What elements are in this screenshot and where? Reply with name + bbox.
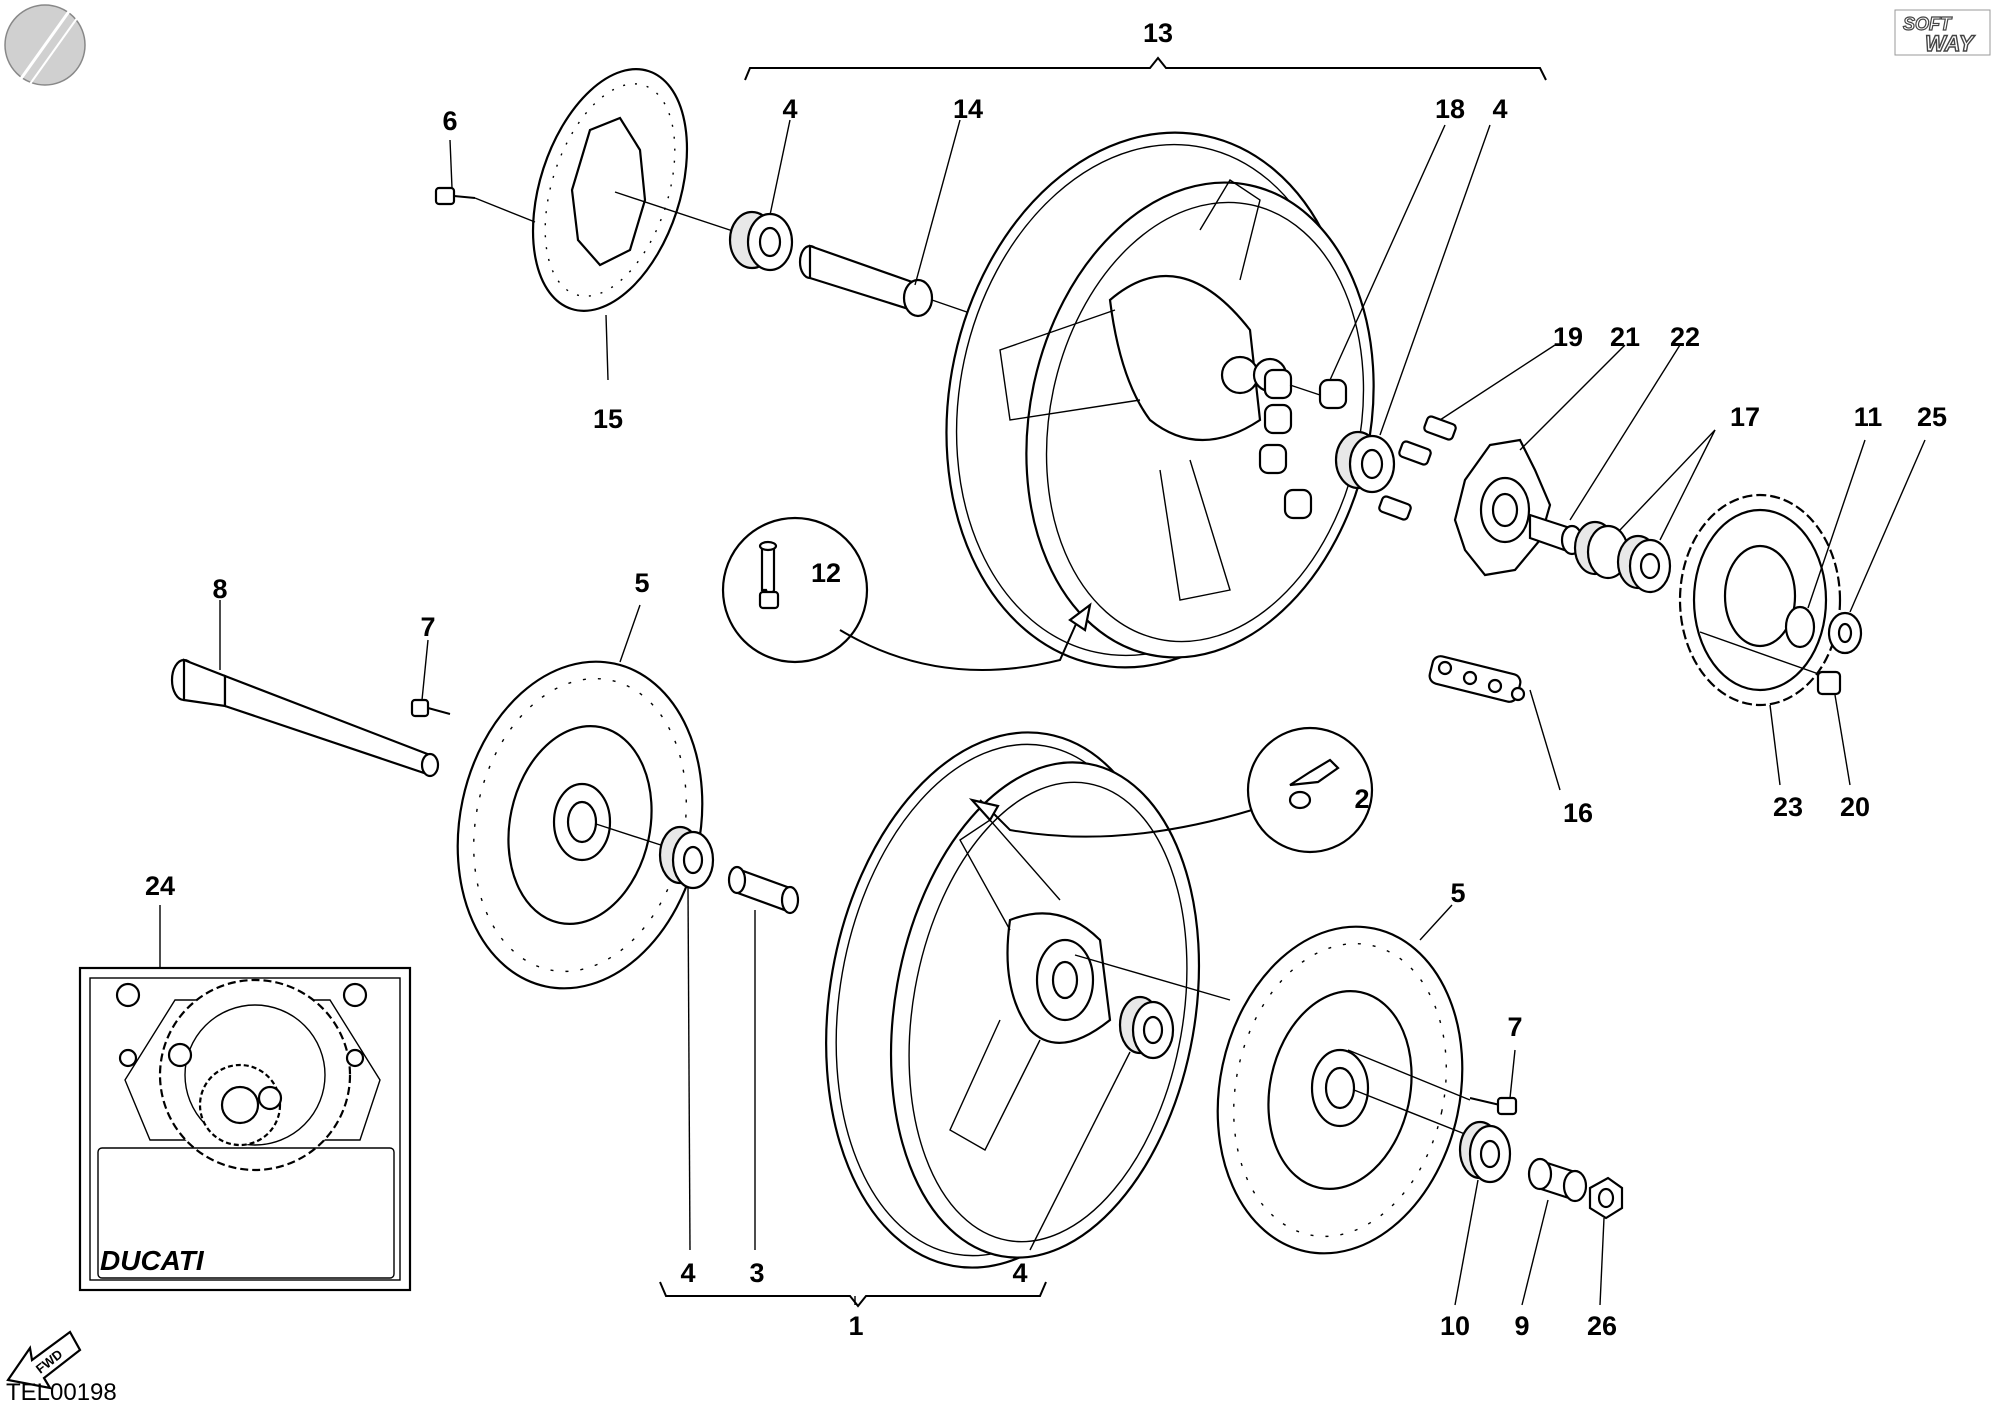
callout-15: 15 — [593, 404, 623, 434]
callout-18: 18 — [1435, 94, 1465, 124]
sprocket-flange — [1453, 438, 1552, 577]
disc-bolt-rear — [434, 186, 536, 223]
bracket-13 — [744, 56, 1547, 81]
cush-drive-dampers — [1258, 368, 1348, 520]
sprocket-washers — [1784, 605, 1863, 696]
rear-spacer — [798, 244, 991, 321]
axle-spacer — [1527, 1157, 1588, 1203]
callout-7-left: 7 — [420, 612, 435, 642]
front-bearing-left — [658, 825, 715, 890]
flange-bearings — [1573, 520, 1672, 594]
callout-19: 19 — [1553, 322, 1583, 352]
front-bearing-right — [1118, 995, 1175, 1060]
callout-3: 3 — [749, 1258, 764, 1288]
callout-6: 6 — [442, 106, 457, 136]
callout-20: 20 — [1840, 792, 1870, 822]
rear-bearing-right — [1334, 430, 1396, 494]
callout-23: 23 — [1773, 792, 1803, 822]
callout-numbers: 13 6 4 14 18 4 19 21 22 17 11 25 15 12 8… — [145, 18, 1947, 1341]
chain-link — [1428, 655, 1526, 703]
callout-25: 25 — [1917, 402, 1947, 432]
callout-10: 10 — [1440, 1311, 1470, 1341]
callout-8: 8 — [212, 574, 227, 604]
callout-14: 14 — [953, 94, 983, 124]
front-wheel — [825, 731, 1231, 1269]
callout-17: 17 — [1730, 402, 1760, 432]
softway-logo-bottom: WAY — [1925, 31, 1976, 56]
callout-22: 22 — [1670, 322, 1700, 352]
rear-wheel — [945, 131, 1375, 669]
callout-9: 9 — [1514, 1311, 1529, 1341]
callout-4-rear-right: 4 — [1492, 94, 1507, 124]
callout-4-front-left: 4 — [680, 1258, 695, 1288]
valve-detail-rear — [721, 516, 1092, 671]
rear-sprocket — [1678, 493, 1842, 707]
callout-21: 21 — [1610, 322, 1640, 352]
oil-seal — [1458, 1120, 1512, 1184]
partial-circle-icon — [4, 4, 86, 86]
valve-detail-front — [968, 726, 1374, 854]
axle-nut — [1588, 1176, 1624, 1220]
callout-16: 16 — [1563, 798, 1593, 828]
callout-24: 24 — [145, 871, 175, 901]
softway-logo: SOFT WAY — [1894, 9, 1991, 57]
rear-brake-disc — [531, 68, 761, 312]
front-axle — [170, 658, 440, 778]
sprocket-kit-box: DUCATI — [78, 966, 412, 1292]
callout-1: 1 — [848, 1311, 863, 1341]
softway-logo-top: SOFT — [1903, 14, 1953, 34]
callout-7-right: 7 — [1507, 1012, 1522, 1042]
leader-lines — [159, 119, 1926, 1306]
front-spacer — [727, 865, 800, 915]
ducati-logo: DUCATI — [100, 1245, 205, 1276]
disc-bolt-front-left — [410, 698, 451, 718]
callout-5-right: 5 — [1450, 878, 1465, 908]
callout-2: 2 — [1354, 784, 1369, 814]
callout-4-front-right: 4 — [1012, 1258, 1027, 1288]
callout-26: 26 — [1587, 1311, 1617, 1341]
front-brake-disc-left — [456, 660, 704, 990]
callout-12: 12 — [811, 558, 841, 588]
callout-4-rear-left: 4 — [782, 94, 797, 124]
front-brake-disc-right — [1216, 925, 1481, 1255]
sprocket-studs — [1378, 415, 1457, 521]
bracket-1 — [659, 1281, 1047, 1308]
callout-5-left: 5 — [634, 568, 649, 598]
disc-bolt-front-right — [1469, 1096, 1518, 1116]
rear-bearing-left — [728, 210, 794, 272]
drawing-code: TEL00198 — [6, 1379, 117, 1406]
callout-11: 11 — [1854, 402, 1883, 432]
callout-13: 13 — [1143, 18, 1173, 48]
